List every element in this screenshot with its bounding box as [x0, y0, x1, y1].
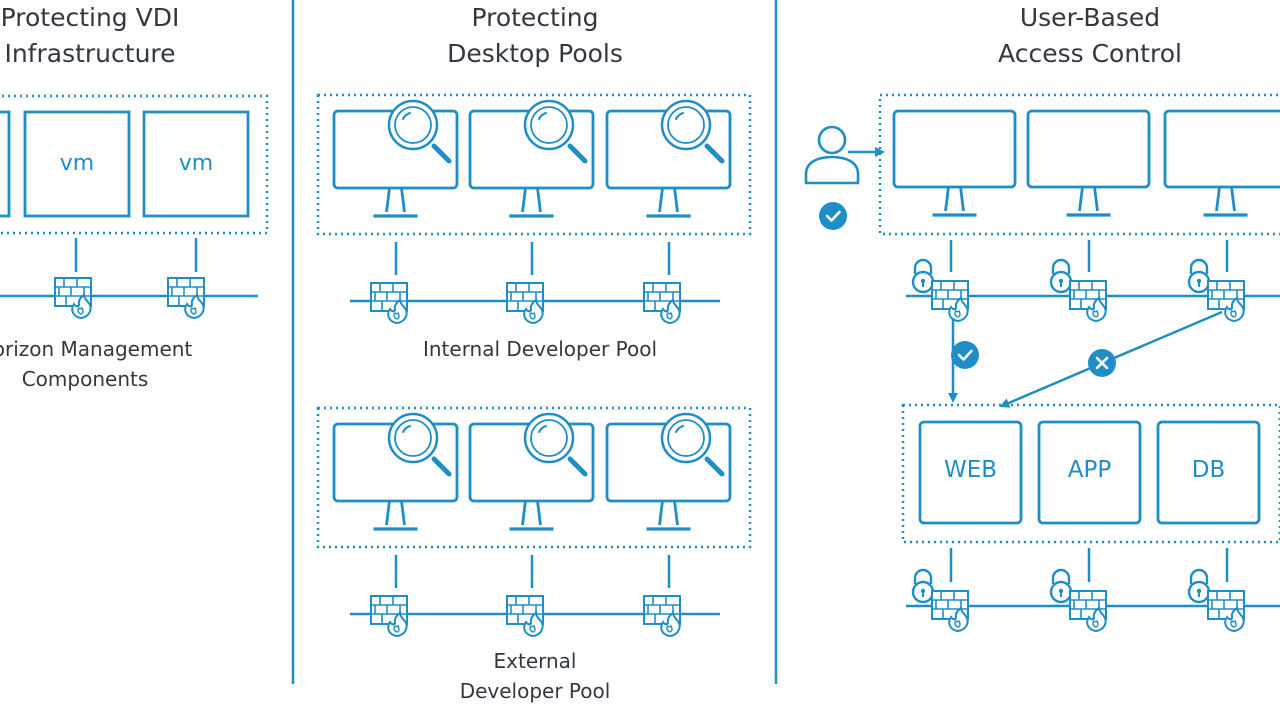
caption-line: Developer Pool [459, 679, 611, 703]
x-mark [1095, 356, 1109, 370]
padlock-icon [1187, 568, 1211, 604]
title-line: User-Based [1019, 3, 1161, 32]
monitor-stand [658, 500, 679, 526]
badge-circle [951, 341, 979, 369]
badge-circle [819, 202, 847, 230]
app-tier-box [1037, 420, 1142, 525]
monitor-screen [1026, 109, 1151, 189]
caption-line: Internal Developer Pool [422, 337, 658, 361]
user-head [817, 125, 847, 155]
caption-line: Horizon Management [0, 337, 193, 361]
monitor-screen [1163, 109, 1280, 189]
firewall-icon [370, 282, 408, 324]
caption-internal-pool: Internal Developer Pool [365, 334, 715, 364]
padlock-icon [1049, 568, 1073, 604]
monitor-stand [521, 187, 542, 213]
vm-box [0, 110, 11, 218]
padlock-icon [1049, 258, 1073, 294]
check-mark [825, 210, 841, 222]
tier-label-app: APP [1067, 457, 1112, 483]
monitor-stand [1078, 186, 1099, 212]
vm-box [142, 110, 250, 218]
monitor-stand [1215, 186, 1236, 212]
padlock-icon [911, 568, 935, 604]
monitor-stand [385, 187, 406, 213]
panel-title-desktop-pools: Protecting Desktop Pools [385, 0, 685, 72]
app-tier-box [918, 420, 1023, 525]
padlock-icon [911, 258, 935, 294]
check-icon [951, 341, 979, 369]
caption-horizon-management: Horizon Management Components [0, 334, 230, 394]
app-tier-group-box [901, 403, 1280, 544]
title-line: Desktop Pools [447, 39, 623, 68]
firewall-icon [370, 595, 408, 637]
desktop-pool-box [316, 406, 752, 549]
tier-label-web: WEB [943, 457, 998, 483]
vm-label: vm [178, 151, 214, 176]
desktop-pool-box [878, 93, 1280, 236]
check-mark [957, 349, 973, 361]
vm-group-box [0, 94, 269, 235]
monitor-stand [521, 500, 542, 526]
caption-line: Components [21, 367, 149, 391]
title-line: Protecting VDI [0, 3, 180, 32]
app-tier-box [1156, 420, 1261, 525]
vm-label: vm [59, 151, 95, 176]
caption-line: External [493, 649, 577, 673]
monitor-icon [892, 109, 1017, 217]
firewall-icon [167, 277, 205, 319]
firewall-icon [643, 282, 681, 324]
vm-box [23, 110, 131, 218]
monitor-stand [944, 186, 965, 212]
monitor-stand [385, 500, 406, 526]
firewall-icon [1069, 590, 1107, 632]
check-icon [819, 202, 847, 230]
firewall-icon [1207, 590, 1245, 632]
caption-external-pool: External Developer Pool [385, 646, 685, 706]
title-line: Access Control [998, 39, 1182, 68]
user-icon [804, 125, 860, 185]
panel-title-access-control: User-Based Access Control [940, 0, 1240, 72]
firewall-icon [931, 280, 969, 322]
firewall-icon [1069, 280, 1107, 322]
panel-title-vdi: Protecting VDI Infrastructure [0, 0, 210, 72]
x-icon [1088, 349, 1116, 377]
firewall-icon [506, 595, 544, 637]
monitor-icon [1026, 109, 1151, 217]
tier-label-db: DB [1191, 457, 1226, 483]
desktop-pool-box [316, 93, 752, 236]
firewall-icon [54, 277, 92, 319]
monitor-icon [1163, 109, 1280, 217]
user-body [804, 155, 860, 185]
firewall-icon [506, 282, 544, 324]
monitor-stand [658, 187, 679, 213]
firewall-icon [931, 590, 969, 632]
title-line: Protecting [471, 3, 599, 32]
monitor-screen [892, 109, 1017, 189]
padlock-icon [1187, 258, 1211, 294]
title-line: Infrastructure [4, 39, 176, 68]
firewall-icon [643, 595, 681, 637]
